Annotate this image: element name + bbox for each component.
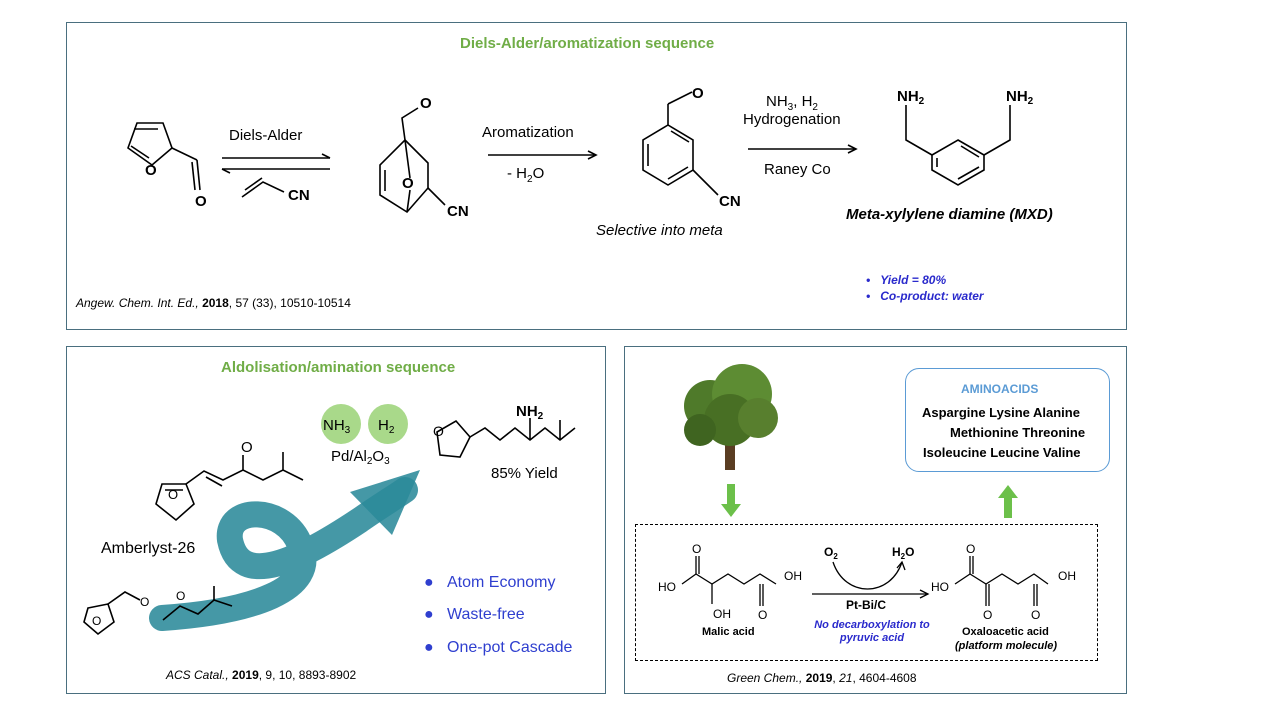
aldolisation-panel <box>66 346 606 694</box>
oxaloacetic-panel <box>624 346 1127 694</box>
aromatization-label: Aromatization <box>482 124 574 141</box>
aldolisation-title: Aldolisation/amination sequence <box>221 359 456 376</box>
atom-economy-item: ● Atom Economy <box>424 574 556 591</box>
top-reference: Angew. Chem. Int. Ed., 2018, 57 (33), 10… <box>76 296 351 310</box>
aminoacids-box <box>905 368 1110 472</box>
yield-bullet: • Yield = 80% <box>866 273 947 287</box>
tree-icon <box>684 364 778 470</box>
diels-alder-label: Diels-Alder <box>229 127 303 144</box>
malic-acid-name: Malic acid <box>702 626 755 638</box>
aminoacid-line-2: Methionine Threonine <box>950 425 1086 440</box>
selective-meta-note: Selective into meta <box>596 222 723 239</box>
pt-bi-catalyst: Pt-Bi/C <box>846 598 886 612</box>
diels-alder-panel <box>66 22 1127 330</box>
up-arrow-icon <box>998 485 1018 518</box>
platform-molecule-note: (platform molecule) <box>955 640 1058 652</box>
raney-co-label: Raney Co <box>764 161 831 178</box>
waste-free-item: ● Waste-free <box>424 606 525 623</box>
right-reference: Green Chem., 2019, 21, 4604-4608 <box>727 671 917 685</box>
mxd-name: Meta-xylylene diamine (MXD) <box>846 206 1053 223</box>
aminoacid-line-3: Isoleucine Leucine Valine <box>923 445 1081 460</box>
hydrogenation-reagents: NH3, H2 <box>766 93 818 113</box>
diels-alder-title: Diels-Alder/aromatization sequence <box>460 35 715 52</box>
one-pot-item: ● One-pot Cascade <box>424 639 573 656</box>
aminoacids-title: AMINOACIDS <box>961 382 1039 396</box>
left-reference: ACS Catal., 2019, 9, 10, 8893-8902 <box>166 668 357 682</box>
water-loss-label: - H2O <box>507 165 545 185</box>
yield-85-label: 85% Yield <box>491 465 558 482</box>
hydrogenation-label: Hydrogenation <box>743 111 841 128</box>
down-arrow-icon <box>721 484 741 517</box>
amberlyst-label: Amberlyst-26 <box>101 540 196 557</box>
oxaloacetic-acid-name: Oxaloacetic acid <box>962 626 1049 638</box>
reaction-box <box>635 524 1098 661</box>
aminoacid-line-1: Aspargine Lysine Alanine <box>922 405 1080 420</box>
coproduct-bullet: • Co-product: water <box>866 289 984 303</box>
